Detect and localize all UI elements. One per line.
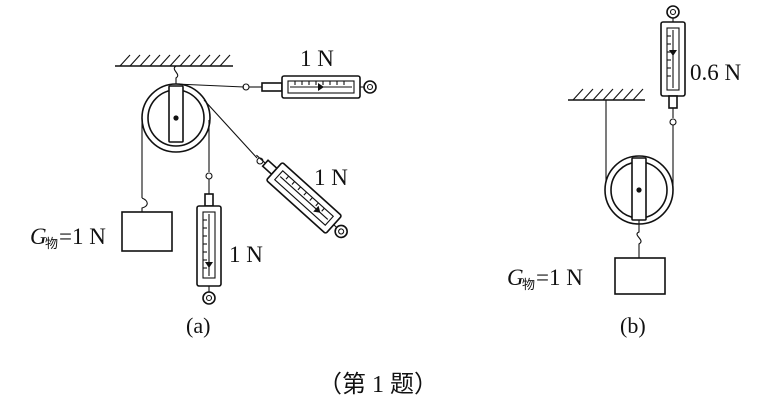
object-weight-label-b: =1 N [536, 265, 583, 290]
spring-scale-reading-b: 0.6 N [690, 60, 742, 85]
spring-scale-vertical-a [196, 179, 222, 305]
object-hook-b [636, 220, 642, 258]
diagram-a-label: (a) [186, 313, 210, 338]
spring-scale-b [660, 5, 686, 126]
object-hook-a [141, 197, 148, 212]
spring-scale-reading-vertical: 1 N [229, 242, 263, 267]
spring-scale-reading-diagonal: 1 N [314, 165, 348, 190]
spring-scale-horizontal-a [249, 75, 377, 99]
movable-pulley-b [604, 155, 674, 225]
diagram-b: 0.6 N G 物 =1 N (b) [507, 5, 742, 338]
object-weight-label-a: =1 N [59, 224, 106, 249]
diagram-b-label: (b) [620, 313, 646, 338]
ceiling-b [568, 88, 645, 101]
spring-scale-diagonal-a [256, 154, 348, 239]
rope-horizontal-a [175, 83, 245, 88]
spring-scale-reading-horizontal: 1 N [300, 46, 334, 71]
figure-caption: （第 1 题） [318, 371, 438, 398]
ceiling-a [115, 54, 233, 67]
diagram-a: G 物 =1 N 1 N [30, 46, 377, 338]
fixed-pulley-a [141, 83, 211, 153]
object-block-b [614, 257, 666, 295]
object-g-symbol-a: G [30, 224, 47, 249]
object-block-a [121, 211, 173, 252]
rope-ring-vertical-a [205, 172, 213, 180]
object-g-subscript-a: 物 [45, 236, 58, 251]
pulley-hook-a [173, 65, 179, 86]
object-g-symbol-b: G [507, 265, 524, 290]
object-g-subscript-b: 物 [522, 277, 535, 292]
rope-diagonal-a [203, 99, 258, 159]
